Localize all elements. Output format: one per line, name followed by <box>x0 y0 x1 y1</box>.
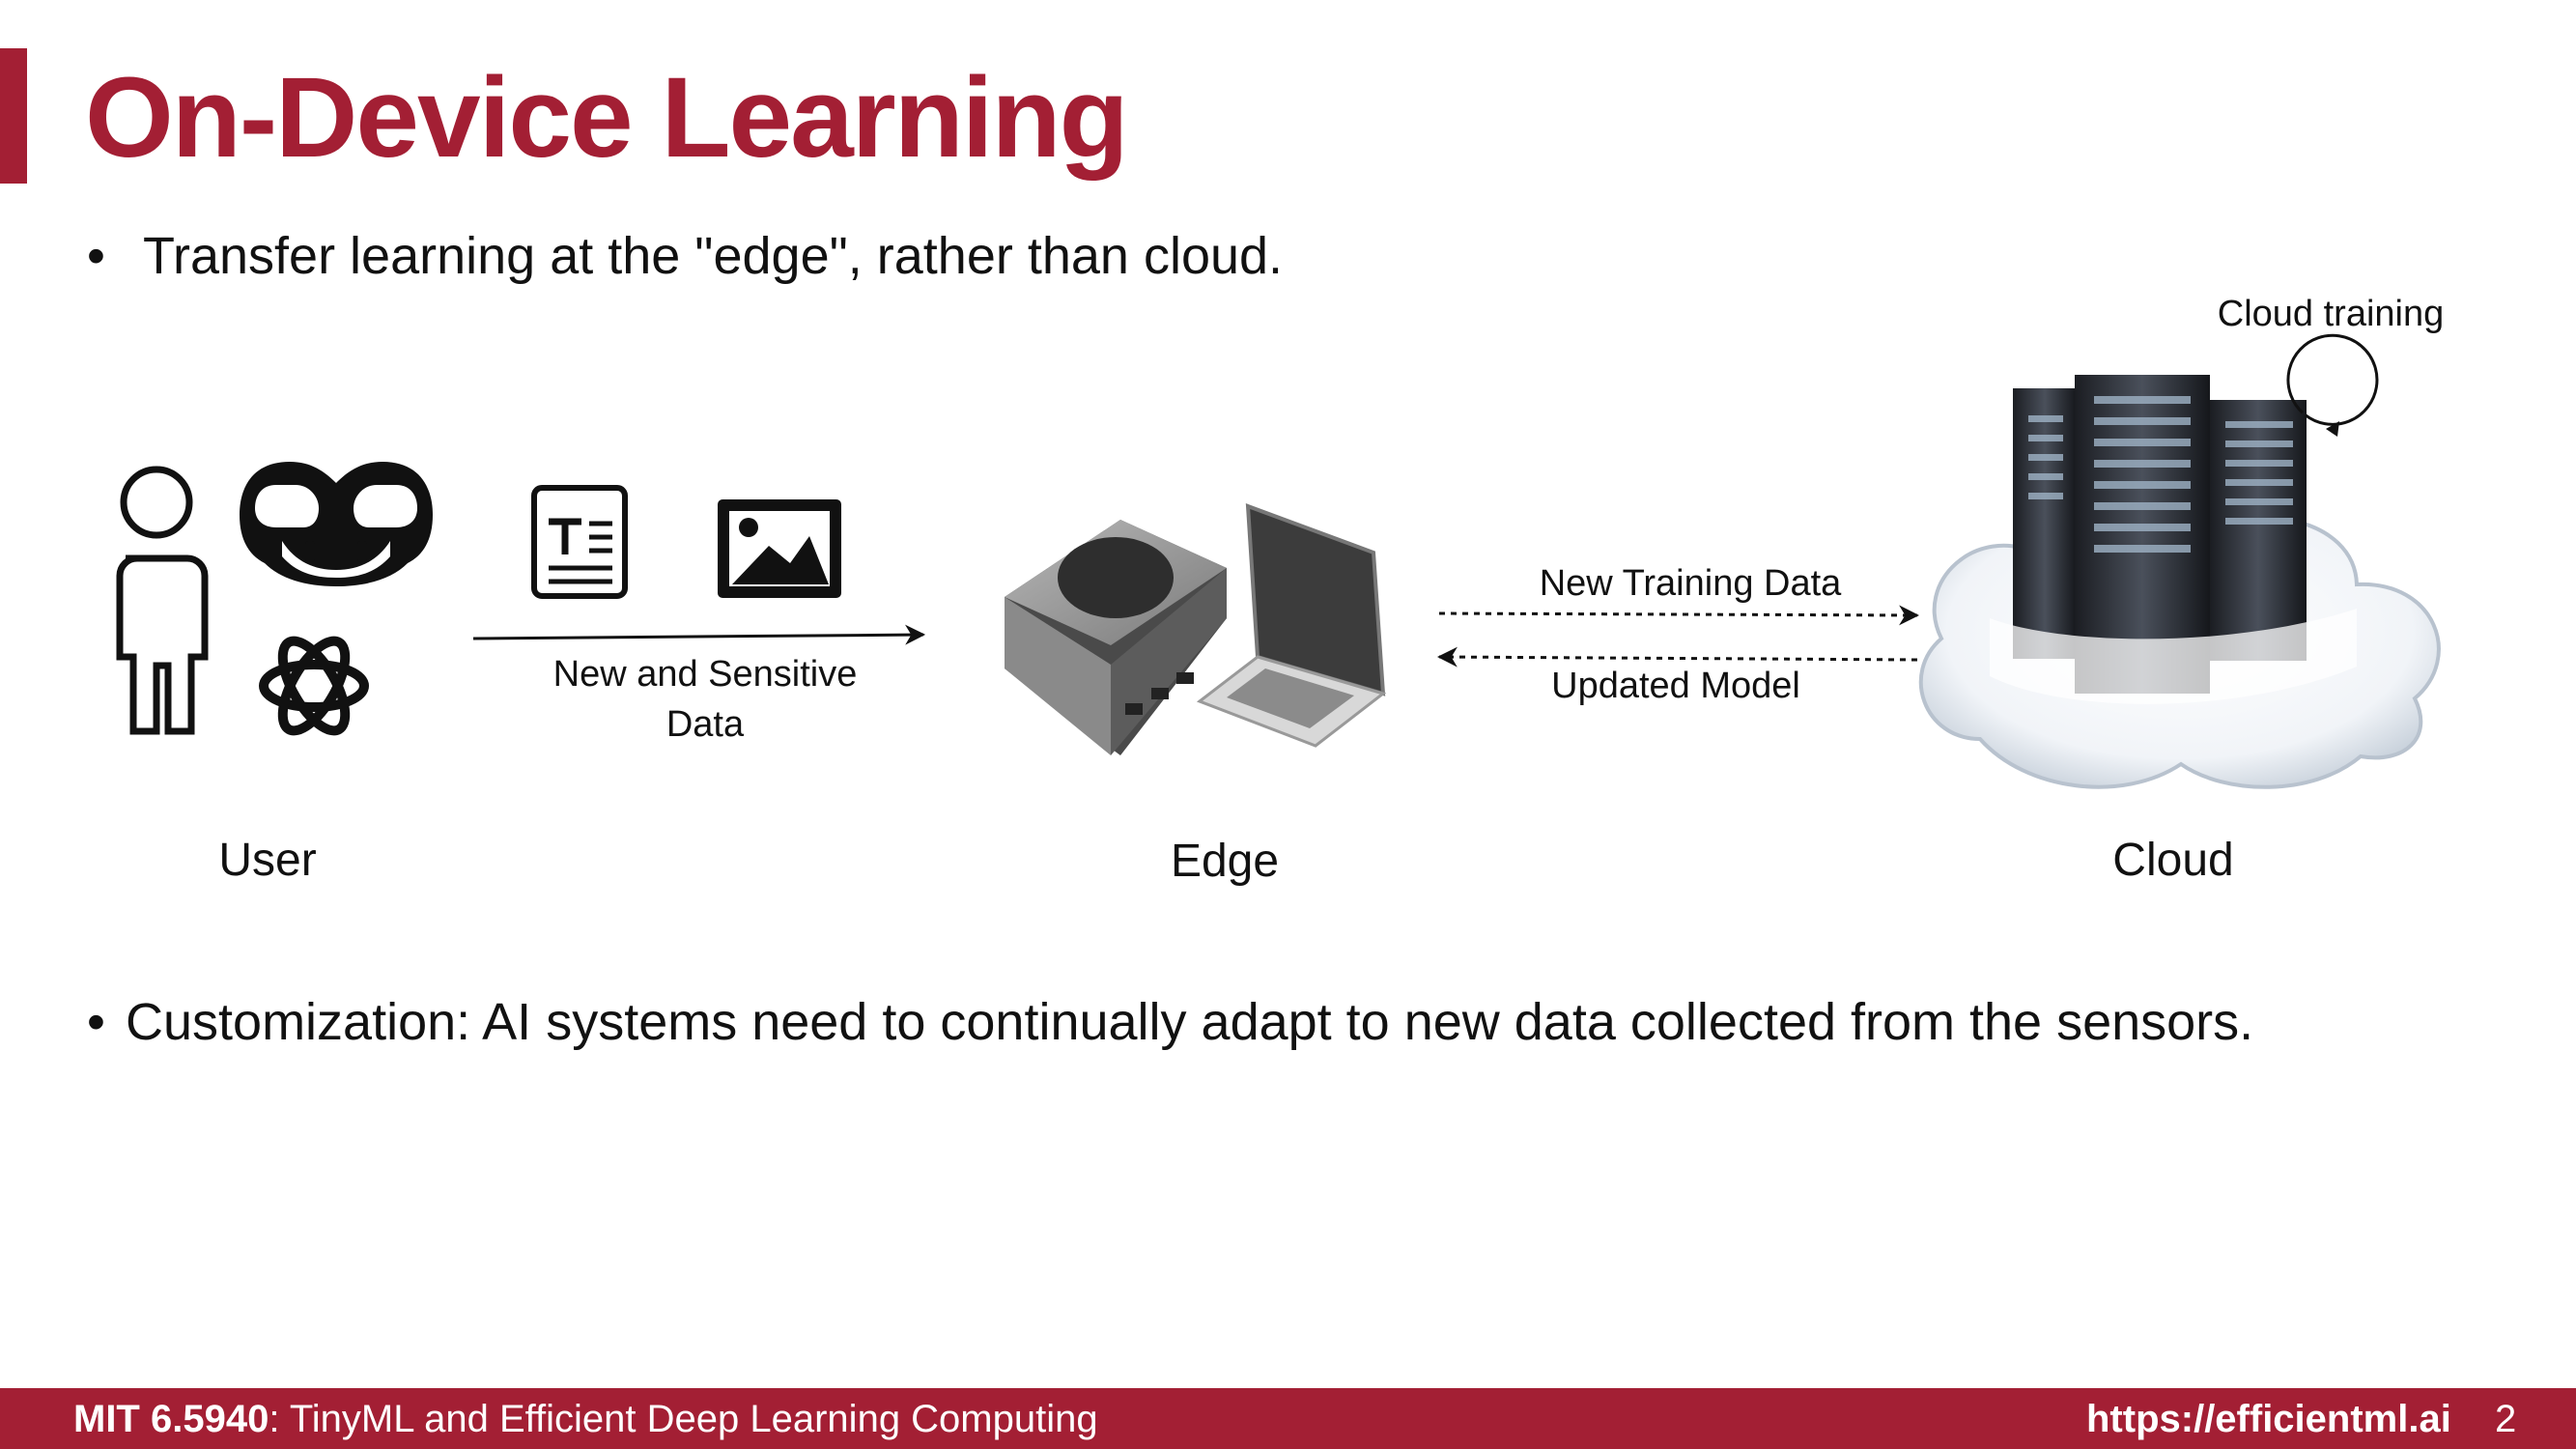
footer-url-link[interactable]: https://efficientml.ai <box>2086 1398 2451 1440</box>
data-arrow-label-line2: Data <box>665 704 745 745</box>
footer-bar: MIT 6.5940: TinyML and Efficient Deep Le… <box>0 1388 2576 1449</box>
download-arrow <box>1436 646 1918 668</box>
bullet-customization: • Customization: AI systems need to conti… <box>87 991 2253 1053</box>
bullet-symbol: • <box>87 227 105 285</box>
page-number: 2 <box>2495 1398 2517 1440</box>
copilot-icon <box>240 462 433 586</box>
data-flow-arrow <box>472 624 926 645</box>
openai-icon <box>259 636 369 736</box>
slide-title: On-Device Learning <box>85 54 1129 182</box>
edge-label: Edge <box>1170 836 1280 887</box>
upload-label: New Training Data <box>1539 563 1842 604</box>
course-name: : TinyML and Efficient Deep Learning Com… <box>269 1398 1098 1440</box>
data-arrow-label-line1: New and Sensitive <box>552 654 858 695</box>
cloud-training-label: Cloud training <box>2217 294 2445 334</box>
user-label: User <box>218 835 317 886</box>
bullet-text: Transfer learning at the "edge", rather … <box>143 227 1284 285</box>
diagram-canvas <box>116 333 2441 789</box>
text-document-icon <box>531 485 628 599</box>
image-icon <box>718 499 841 598</box>
cloud-label: Cloud <box>2112 835 2234 886</box>
data-arrow-label: New and Sensitive Data <box>553 649 858 750</box>
bullet-transfer-learning: • Transfer learning at the "edge", rather… <box>87 225 1283 287</box>
server-rack-icon <box>1990 375 2357 704</box>
title-accent-bar <box>0 48 27 184</box>
footer-course: MIT 6.5940: TinyML and Efficient Deep Le… <box>73 1398 1098 1441</box>
person-icon <box>116 466 209 735</box>
edge-device-icon <box>1005 520 1227 755</box>
refresh-loop-icon <box>2286 333 2379 437</box>
bullet-text: Customization: AI systems need to contin… <box>126 993 2254 1051</box>
course-code: MIT 6.5940 <box>73 1398 269 1440</box>
laptop-icon <box>1196 503 1387 748</box>
bullet-symbol: • <box>87 993 105 1051</box>
download-label: Updated Model <box>1551 666 1800 706</box>
upload-arrow <box>1438 605 1920 626</box>
